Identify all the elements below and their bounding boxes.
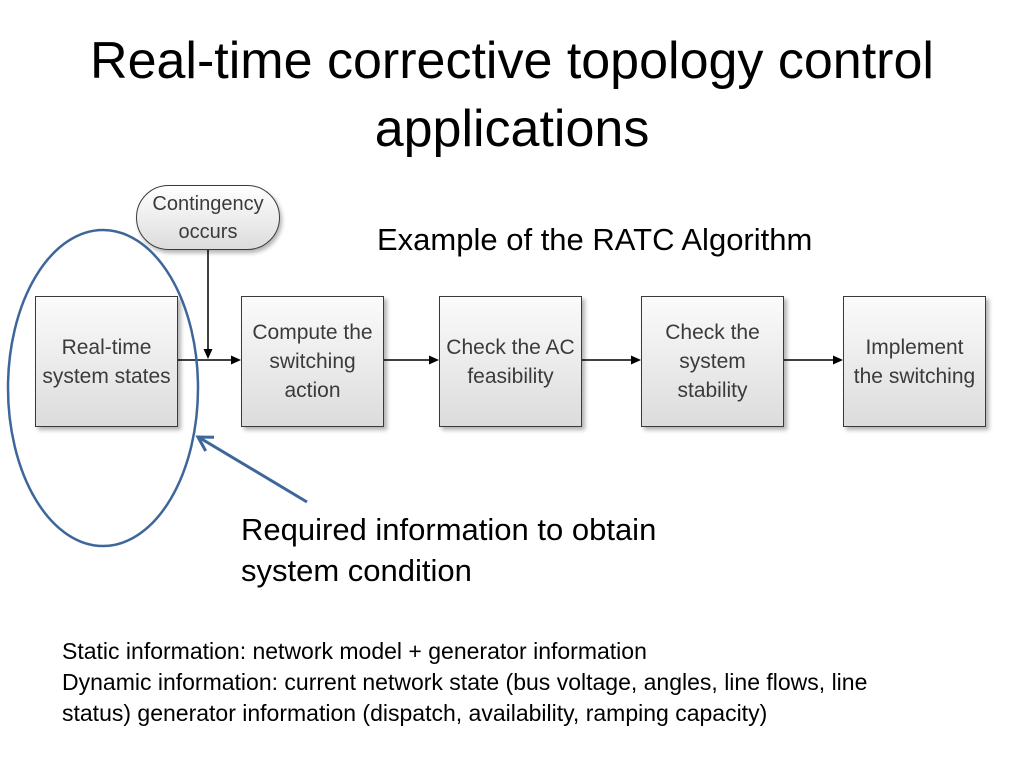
arrow-step-2-to-3 (384, 355, 439, 365)
step-label-line: system states (42, 364, 171, 388)
arrowhead (231, 355, 241, 365)
step-label-line: action (284, 379, 341, 402)
step-compute-switching-action: Compute the switching action (241, 296, 384, 427)
trigger-label-line: occurs (178, 220, 238, 243)
step-check-ac-feasibility: Check the AC feasibility (439, 296, 582, 427)
information-notes: Static information: network model + gene… (62, 636, 912, 729)
step-label-line: feasibility (467, 364, 554, 388)
arrowhead (195, 435, 215, 452)
step-label-line: Implement (865, 335, 964, 359)
annotation-text: Required information to obtain system co… (241, 509, 656, 591)
dynamic-information-note: Dynamic information: current network sta… (62, 669, 868, 726)
step-label-line: Check the (665, 321, 760, 344)
arrowhead (631, 355, 641, 365)
step-label-line: Check the AC (446, 335, 575, 359)
contingency-trigger-node: Contingency occurs (136, 185, 280, 250)
annotation-line: system condition (241, 553, 472, 588)
step-label-line: system (679, 350, 746, 373)
arrowhead (203, 349, 213, 359)
arrow-trigger-to-flow (203, 250, 213, 359)
trigger-label-line: Contingency (152, 192, 264, 215)
annotation-line: Required information to obtain (241, 512, 657, 547)
step-label-line: switching (269, 350, 356, 373)
arrowhead (833, 355, 843, 365)
arrowhead (429, 355, 439, 365)
arrow-step-1-to-2 (178, 355, 241, 365)
arrow-shaft (199, 436, 308, 504)
step-label-line: Compute the (252, 321, 373, 344)
step-label-line: stability (677, 379, 748, 402)
slide-title: Real-time corrective topology control ap… (90, 32, 934, 158)
step-real-time-system-states: Real-time system states (35, 296, 178, 427)
annotation-pointer-arrow (195, 435, 308, 504)
step-check-system-stability: Check the system stability (641, 296, 784, 427)
arrow-step-3-to-4 (582, 355, 641, 365)
step-implement-switching: Implement the switching (843, 296, 986, 427)
arrow-step-4-to-5 (784, 355, 843, 365)
step-label-line: the switching (853, 364, 976, 388)
step-label-line: Real-time (61, 335, 152, 359)
diagram-caption: Example of the RATC Algorithm (377, 222, 813, 257)
static-information-note: Static information: network model + gene… (62, 638, 647, 664)
